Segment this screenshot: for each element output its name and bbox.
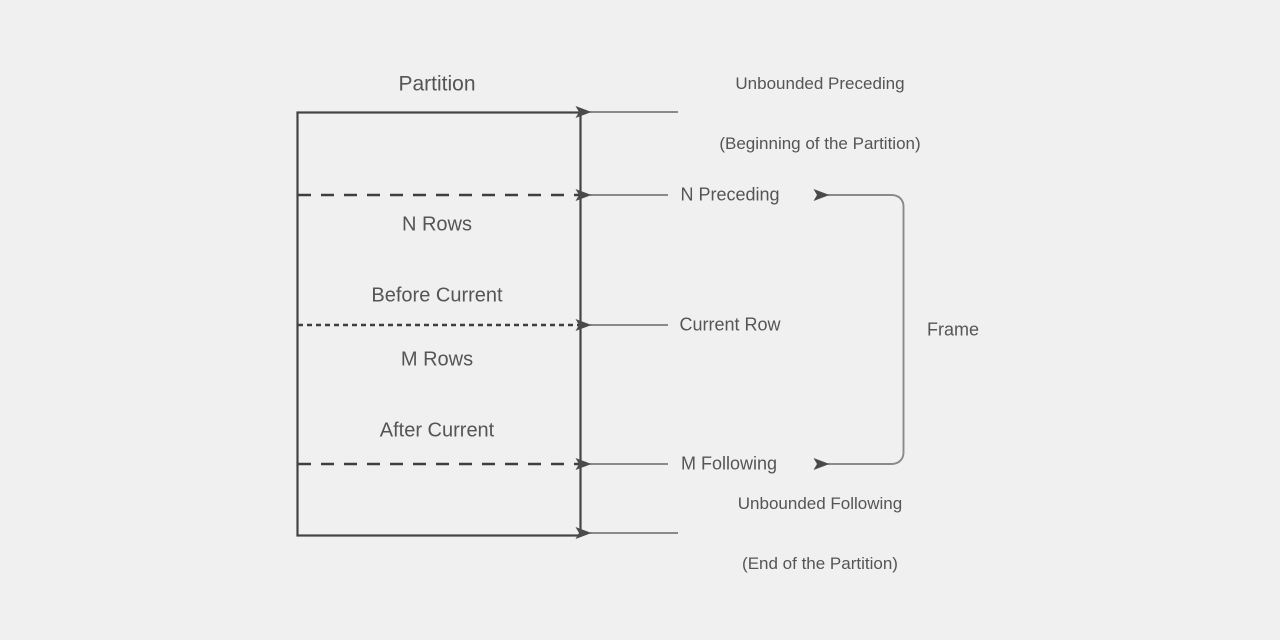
segment-after-current-line2: After Current [379, 419, 495, 442]
segment-before-current-label: N Rows Before Current [371, 167, 502, 356]
label-current-row: Current Row [673, 314, 787, 336]
frame-bracket [891, 194, 905, 465]
label-unbounded-following: Unbounded Following (End of the Partitio… [738, 454, 902, 614]
label-unbounded-following-line1: Unbounded Following [737, 493, 903, 513]
label-unbounded-following-line2: (End of the Partition) [742, 554, 898, 574]
segment-after-current-label: M Rows After Current [380, 302, 494, 491]
label-unbounded-preceding-line2: (Beginning of the Partition) [719, 134, 921, 154]
partition-title: Partition [398, 72, 476, 96]
label-m-following: M Following [674, 453, 784, 475]
segment-before-current-line2: Before Current [371, 284, 503, 307]
label-unbounded-preceding-line1: Unbounded Preceding [735, 73, 905, 93]
segment-before-current-line1: N Rows [401, 213, 473, 236]
label-frame: Frame [926, 319, 980, 340]
label-n-preceding: N Preceding [674, 184, 786, 206]
label-unbounded-preceding: Unbounded Preceding (Beginning of the Pa… [719, 34, 920, 194]
segment-after-current-line1: M Rows [400, 348, 474, 371]
